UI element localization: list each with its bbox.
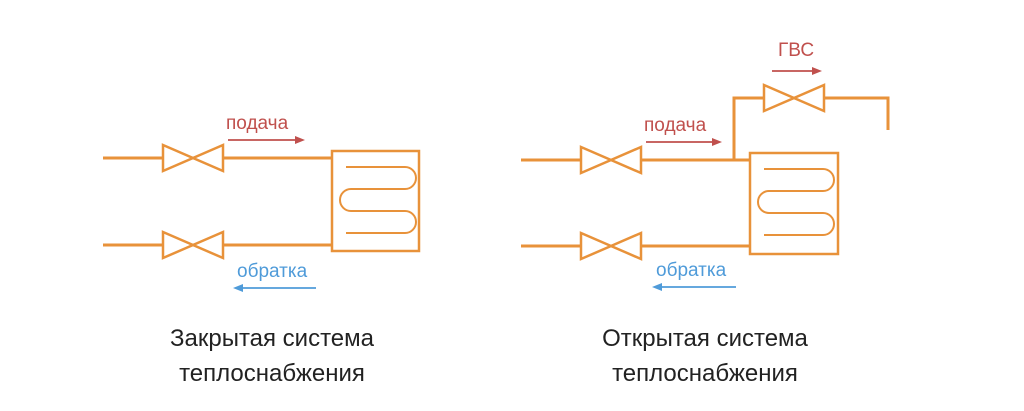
closed-caption-line2: теплоснабжения (179, 360, 365, 387)
open-return-label: обратка (656, 260, 727, 281)
closed-return-label: обратка (237, 261, 308, 282)
closed-return-valve (161, 230, 225, 260)
open-return-arrow (652, 283, 736, 291)
open-dhw-label: ГВС (778, 40, 814, 61)
closed-supply-arrow (228, 136, 305, 144)
closed-heat-exchanger (330, 149, 421, 253)
closed-caption-line1: Закрытая система (170, 325, 375, 352)
gate-valve-icon (579, 231, 615, 261)
open-supply-label: подача (644, 115, 707, 136)
open-system: подача ГВС обратка Открытая система тепл… (521, 40, 890, 387)
gate-valve-icon (189, 230, 225, 260)
open-supply-valve (579, 145, 643, 175)
gate-valve-icon (607, 145, 643, 175)
arrow-left-head (233, 284, 243, 292)
open-dhw-valve (762, 83, 826, 113)
arrow-right-head (712, 138, 722, 146)
closed-supply-label: подача (226, 113, 289, 134)
gate-valve-icon (607, 231, 643, 261)
arrow-left-head (652, 283, 662, 291)
gate-valve-icon (161, 230, 197, 260)
gate-valve-icon (790, 83, 826, 113)
closed-supply-valve (161, 143, 225, 173)
closed-return-arrow (233, 284, 316, 292)
heat-exchanger-coil (757, 168, 835, 236)
heat-exchanger-coil (339, 166, 417, 234)
closed-system: подача обратка Закрытая система теплосна… (103, 113, 421, 387)
gate-valve-icon (762, 83, 798, 113)
open-dhw-arrow (772, 67, 822, 75)
gate-valve-icon (579, 145, 615, 175)
open-caption-line2: теплоснабжения (612, 360, 798, 387)
gate-valve-icon (161, 143, 197, 173)
open-dhw-pipe (732, 96, 890, 160)
arrow-right-head (812, 67, 822, 75)
open-return-valve (579, 231, 643, 261)
open-caption-line1: Открытая система (602, 325, 808, 352)
gate-valve-icon (189, 143, 225, 173)
arrow-right-head (295, 136, 305, 144)
open-heat-exchanger (748, 151, 840, 256)
open-supply-arrow (646, 138, 722, 146)
